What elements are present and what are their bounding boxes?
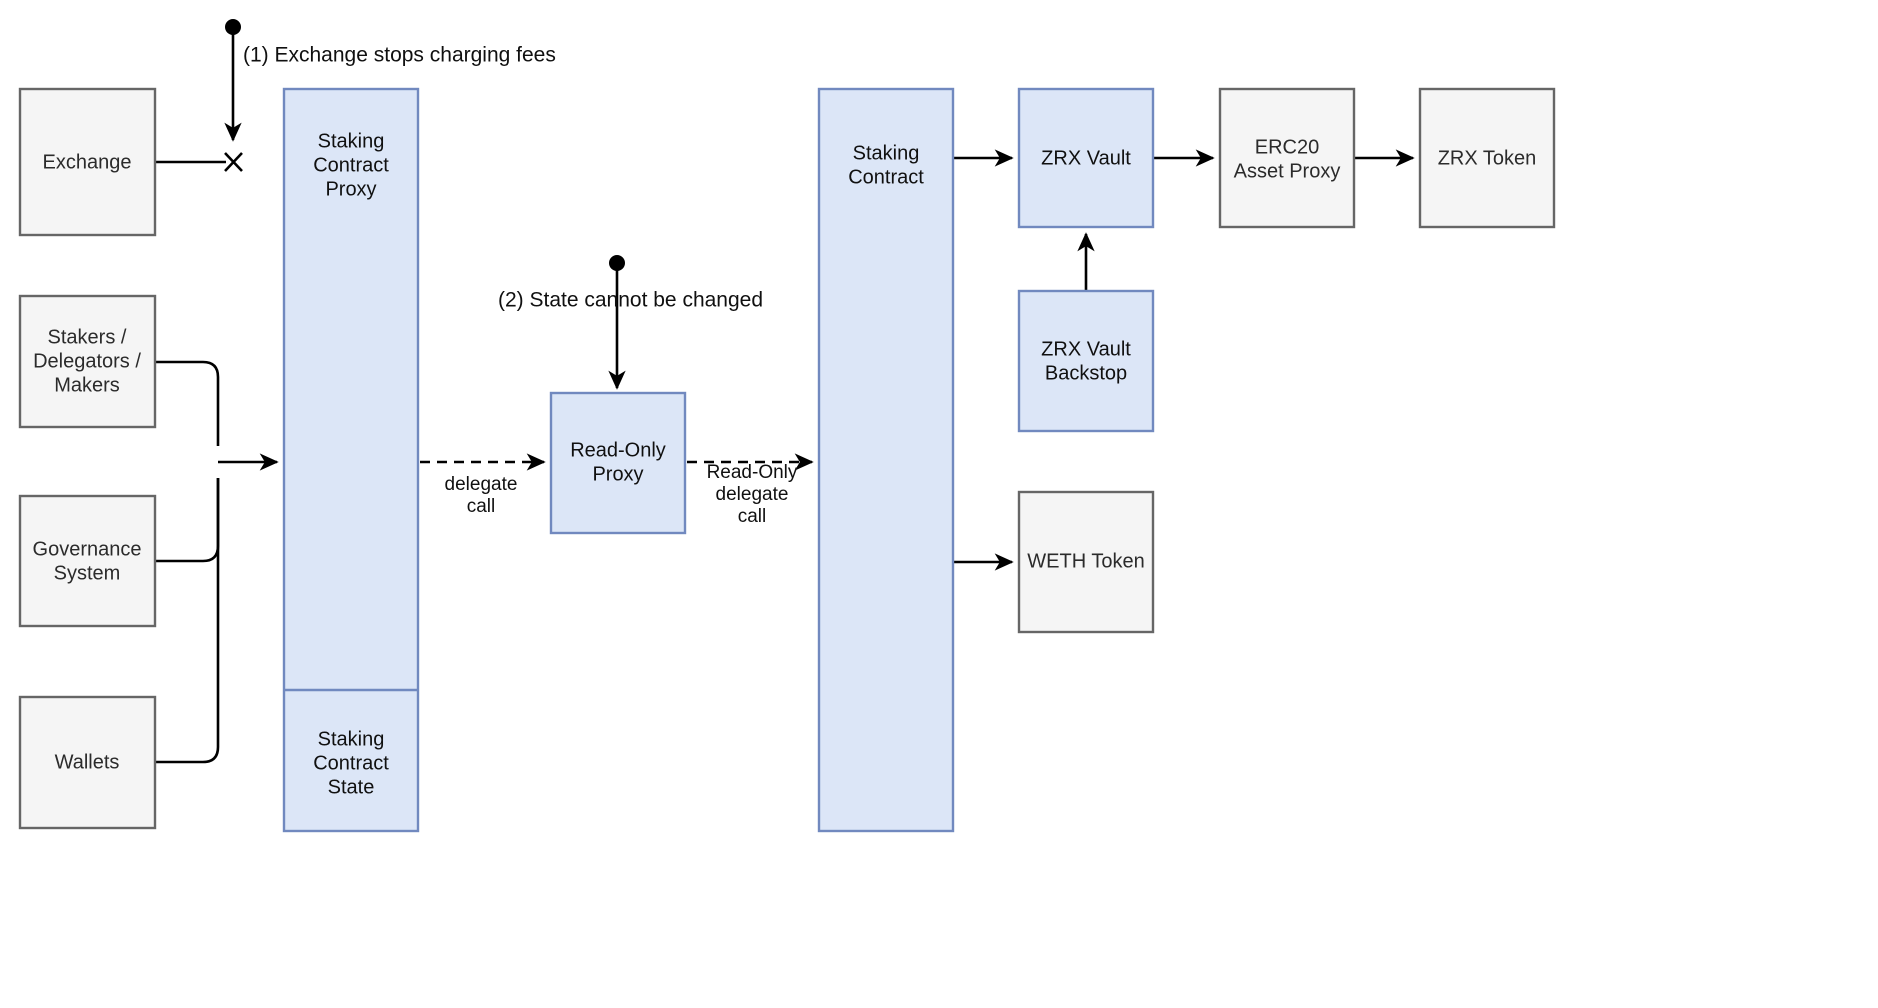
node-staking-contract-state-line-1: Staking xyxy=(318,728,385,750)
annotation-2-callout: (2) State cannot be changed xyxy=(498,255,763,390)
node-exchange-label: Exchange xyxy=(43,151,132,173)
node-staking-contract-state[interactable]: Staking Contract State xyxy=(313,728,389,798)
node-stakers-delegators-makers[interactable]: Stakers / Delegators / Makers xyxy=(18,294,157,429)
node-staking-contract-state-line-3: State xyxy=(328,776,375,798)
node-wallets[interactable]: Wallets xyxy=(18,695,157,830)
node-zrx-vault[interactable]: ZRX Vault xyxy=(1017,87,1155,229)
node-wallets-label: Wallets xyxy=(55,751,120,773)
delegate-call-line-2: call xyxy=(467,496,496,517)
node-erc20-asset-proxy[interactable]: ERC20 Asset Proxy xyxy=(1218,87,1356,229)
node-stakers-line-2: Delegators / xyxy=(33,350,141,372)
node-stakers-line-1: Stakers / xyxy=(48,326,127,348)
read-only-delegate-call-line-2: delegate xyxy=(716,484,789,505)
node-stakers-line-3: Makers xyxy=(54,374,120,396)
node-weth-token-label: WETH Token xyxy=(1027,550,1144,572)
node-zrx-vault-backstop[interactable]: ZRX Vault Backstop xyxy=(1017,289,1155,433)
node-governance-line-2: System xyxy=(54,562,121,584)
edge-actors-to-proxy xyxy=(155,360,279,764)
edge-label-read-only-delegate-call: Read-Only delegate call xyxy=(707,462,798,527)
node-read-only-proxy[interactable]: Read-Only Proxy xyxy=(549,391,687,535)
annotation-1-label: (1) Exchange stops charging fees xyxy=(243,44,556,67)
node-zrx-vault-label: ZRX Vault xyxy=(1041,147,1131,169)
read-only-delegate-call-line-1: Read-Only xyxy=(707,462,798,483)
node-erc20-asset-proxy-line-1: ERC20 xyxy=(1255,136,1319,158)
node-read-only-proxy-line-2: Proxy xyxy=(592,463,643,485)
annotation-2-label: (2) State cannot be changed xyxy=(498,289,763,312)
node-staking-contract-line-2: Contract xyxy=(848,166,924,188)
node-staking-contract[interactable]: Staking Contract xyxy=(817,87,955,833)
node-zrx-vault-backstop-line-1: ZRX Vault xyxy=(1041,338,1131,360)
node-staking-contract-proxy-line-1: Staking xyxy=(318,130,385,152)
node-read-only-proxy-line-1: Read-Only xyxy=(570,439,666,461)
edge-exchange-to-proxy-blocked xyxy=(155,152,243,172)
node-erc20-asset-proxy-line-2: Asset Proxy xyxy=(1234,160,1341,182)
node-weth-token[interactable]: WETH Token xyxy=(1017,490,1155,634)
delegate-call-line-1: delegate xyxy=(445,474,518,495)
node-staking-contract-proxy[interactable]: Staking Contract Proxy xyxy=(282,87,420,833)
node-zrx-token-label: ZRX Token xyxy=(1438,147,1537,169)
node-governance-line-1: Governance xyxy=(33,538,142,560)
node-zrx-token[interactable]: ZRX Token xyxy=(1418,87,1556,229)
node-exchange[interactable]: Exchange xyxy=(18,87,157,237)
node-staking-contract-proxy-line-3: Proxy xyxy=(325,178,376,200)
read-only-delegate-call-line-3: call xyxy=(738,506,767,527)
node-governance-system[interactable]: Governance System xyxy=(18,494,157,628)
annotation-1-callout: (1) Exchange stops charging fees xyxy=(224,19,556,142)
node-staking-contract-line-1: Staking xyxy=(853,142,920,164)
edge-label-delegate-call: delegate call xyxy=(445,474,518,517)
node-staking-contract-state-line-2: Contract xyxy=(313,752,389,774)
node-zrx-vault-backstop-line-2: Backstop xyxy=(1045,362,1127,384)
node-staking-contract-proxy-line-2: Contract xyxy=(313,154,389,176)
